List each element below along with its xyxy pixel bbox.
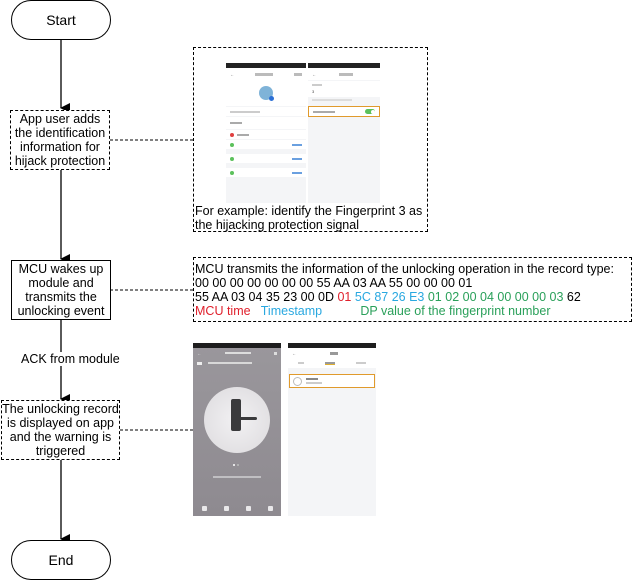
- status-bar: [308, 63, 380, 68]
- step-record-displayed: The unlocking record is displayed on app…: [1, 400, 120, 460]
- step-add-hijack-info: App user adds the identification informa…: [10, 110, 110, 170]
- legend-timestamp: Timestamp: [260, 304, 323, 318]
- back-arrow-icon: ←: [197, 350, 201, 356]
- start-terminal: Start: [11, 0, 111, 40]
- example-caption-line1: For example: identify the Fingerprint 3 …: [195, 204, 423, 218]
- edit-icon: [274, 351, 277, 355]
- screen-header: ←: [226, 68, 306, 80]
- status-bar: [226, 63, 306, 68]
- password-row-add: [226, 154, 306, 163]
- mcu-note-line3: 55 AA 03 04 35 23 00 0D 01 5C 87 26 E3 0…: [195, 290, 631, 304]
- step-record-displayed-label: The unlocking record is displayed on app…: [2, 402, 119, 458]
- hex-dp-value: 01 02 00 04 00 00 00 03: [427, 290, 564, 304]
- screen-header: ←: [288, 348, 376, 358]
- hijack-toggle: [365, 109, 375, 114]
- alarm-icon: [293, 376, 302, 386]
- mcu-note-line1: MCU transmits the information of the unl…: [195, 262, 614, 276]
- mcu-note-line2: 00 00 00 00 00 00 00 55 AA 03 AA 55 00 0…: [195, 276, 473, 290]
- end-terminal: End: [11, 540, 111, 580]
- back-arrow-icon: ←: [312, 71, 316, 77]
- lock-header: ←: [193, 348, 281, 358]
- tab-door[interactable]: [355, 362, 366, 364]
- door-handle-icon: [237, 417, 257, 420]
- lock-info-line: [213, 476, 261, 478]
- fingerprint-number-value: 3: [312, 89, 315, 94]
- status-bar: [193, 343, 281, 348]
- back-arrow-icon: ←: [230, 71, 234, 77]
- settings-tab-icon[interactable]: [267, 505, 273, 511]
- legend-mcu-time: MCU time: [195, 304, 251, 318]
- fingerprint-number-field: 3: [308, 81, 380, 97]
- home-tab-icon[interactable]: [201, 505, 207, 511]
- records-tab-icon[interactable]: [245, 505, 251, 511]
- page-dots: [233, 464, 241, 466]
- fingerprint-row-add: [226, 140, 306, 149]
- example-caption-line2: the hijacking protection signal: [195, 218, 359, 232]
- fingerprint-settings-screenshot: ← 3: [308, 63, 380, 203]
- end-label: End: [48, 552, 74, 568]
- door-lock-icon: [231, 399, 241, 431]
- member-edit-screenshot: ←: [226, 63, 306, 203]
- bottom-tab-bar: [193, 500, 281, 516]
- hex-plain: 55 AA 03 04 35 23 00 0D: [195, 290, 338, 304]
- account-row: [226, 107, 306, 116]
- status-bar: [288, 343, 376, 348]
- start-label: Start: [46, 12, 76, 28]
- mcu-note-legend: MCU time Timestamp DP value of the finge…: [195, 304, 631, 318]
- mcu-record-note: MCU transmits the information of the unl…: [193, 257, 632, 322]
- step-add-hijack-info-label: App user adds the identification informa…: [14, 112, 106, 168]
- battery-icon: [197, 361, 202, 365]
- tab-alarm[interactable]: [324, 361, 335, 365]
- fingerprint-row-hijack: [226, 130, 306, 139]
- hex-timestamp: 5C 87 26 E3: [354, 290, 425, 304]
- avatar: [226, 80, 306, 106]
- ack-edge-label: ACK from module: [20, 352, 121, 366]
- members-tab-icon[interactable]: [223, 505, 229, 511]
- example-caption: For example: identify the Fingerprint 3 …: [195, 204, 427, 232]
- card-row-add: [226, 168, 306, 177]
- step-mcu-transmit: MCU wakes up module and transmits the un…: [11, 260, 111, 320]
- tab-all[interactable]: [298, 362, 305, 364]
- name-row: [226, 117, 306, 129]
- hex-mcu-time: 01: [337, 290, 352, 304]
- step-mcu-transmit-label: MCU wakes up module and transmits the un…: [17, 262, 105, 318]
- hijack-alarm-record[interactable]: [289, 374, 375, 388]
- hijack-toggle-row: [308, 106, 380, 117]
- back-arrow-icon: ←: [292, 350, 296, 356]
- example-note: ← ← 3 For: [193, 47, 428, 232]
- lock-status-row: [193, 358, 281, 368]
- legend-dp-value: DP value of the fingerprint number: [360, 304, 551, 318]
- lock-home-screenshot: ←: [193, 343, 281, 516]
- message-screenshot: ←: [288, 343, 376, 516]
- message-tabs: [288, 358, 376, 368]
- screen-header: ←: [308, 68, 380, 80]
- hex-checksum: 62: [566, 290, 581, 304]
